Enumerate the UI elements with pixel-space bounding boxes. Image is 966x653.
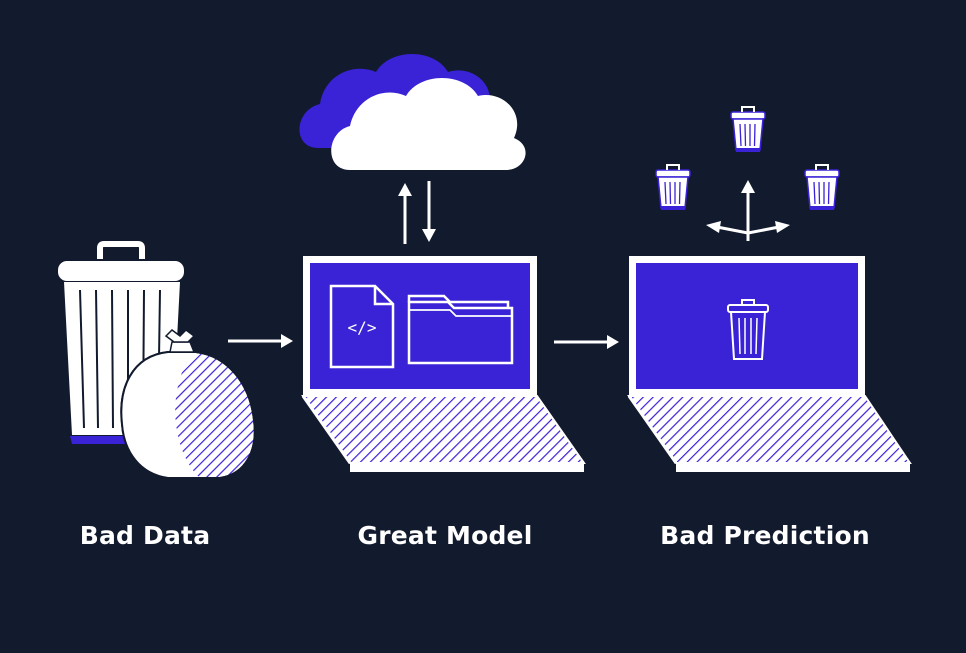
code-file-icon: </> [329,284,395,369]
trash-can-icon [654,163,692,210]
arrow-down-icon [422,181,436,242]
code-glyph: </> [348,318,377,337]
folder-icon [407,294,514,365]
caption-bad-data: Bad Data [79,521,211,550]
trash-can-icon [729,105,767,152]
trash-can-icon [727,299,769,360]
arrow-spread-icon [706,180,790,241]
arrow-up-icon [398,183,412,244]
cloud-icon [299,54,526,170]
caption-bad-prediction: Bad Prediction [660,521,870,550]
arrow-right-icon [228,334,293,348]
laptop-icon [627,256,912,472]
trash-can-icon [803,163,841,210]
caption-great-model: Great Model [357,521,533,550]
arrow-right-icon [554,335,619,349]
garbage-bag-icon [120,329,256,479]
